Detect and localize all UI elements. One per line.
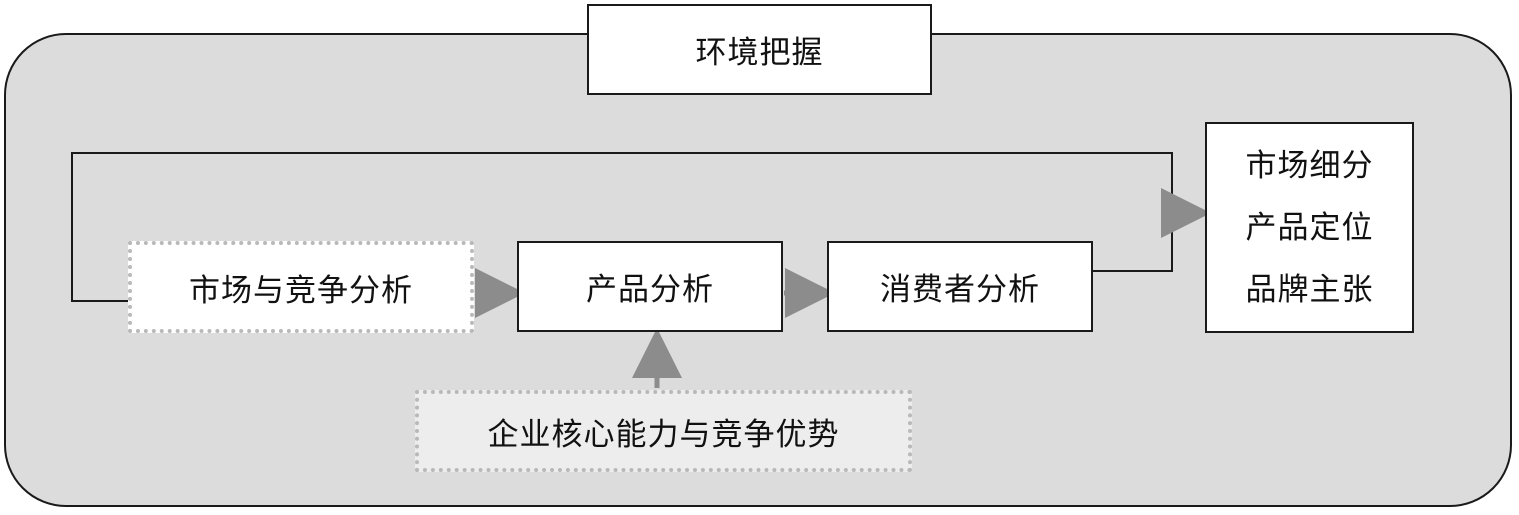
core-competence-label: 企业核心能力与竞争优势 [487,416,840,453]
product-analysis-label: 产品分析 [586,272,714,308]
product-analysis-node: 产品分析 [517,241,783,332]
consumer-to-loop-connector [1092,213,1173,272]
outcome-line-brand: 品牌主张 [1245,271,1374,308]
core-competence-node: 企业核心能力与竞争优势 [415,390,912,472]
market-competition-label: 市场与竞争分析 [189,272,413,309]
environment-title: 环境把握 [695,35,824,71]
outcome-line-segmentation: 市场细分 [1245,147,1374,184]
outcome-node: 市场细分 产品定位 品牌主张 [1205,122,1414,333]
outcome-line-positioning: 产品定位 [1245,209,1374,246]
environment-title-box: 环境把握 [587,4,932,95]
market-competition-node: 市场与竞争分析 [128,241,474,333]
consumer-analysis-node: 消费者分析 [827,241,1093,332]
loop-connector [71,152,1173,302]
consumer-analysis-label: 消费者分析 [880,272,1040,308]
